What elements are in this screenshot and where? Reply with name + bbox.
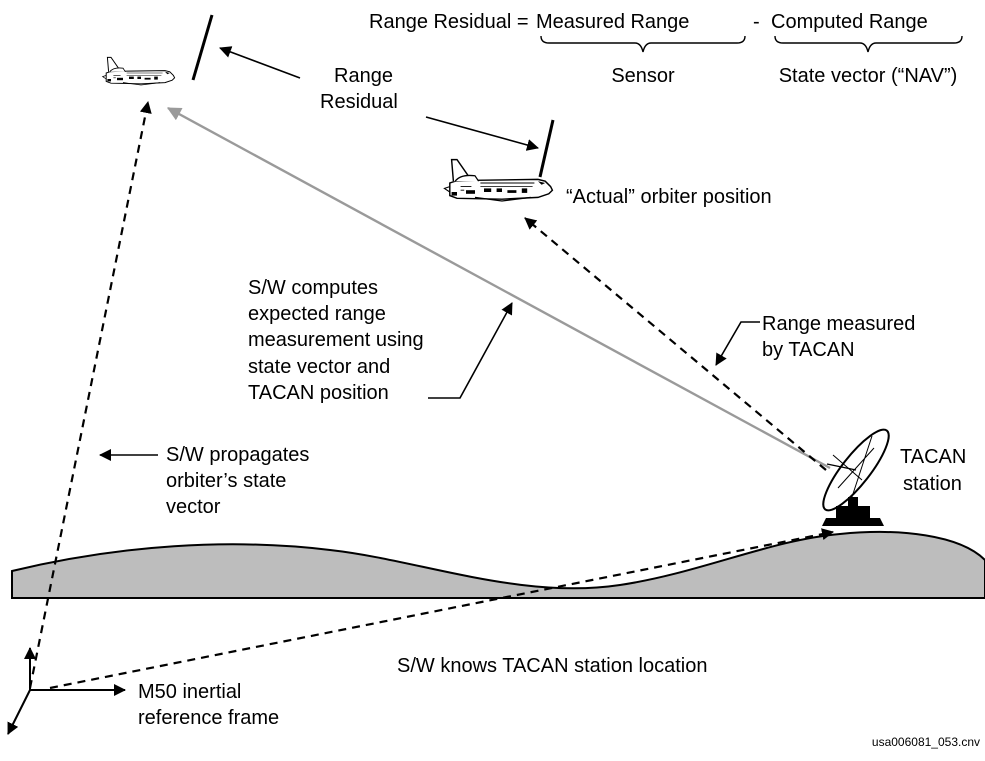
- brace-label-sensor: Sensor: [611, 65, 675, 87]
- orbiter-nav-estimate-icon: [102, 56, 176, 86]
- m50-label: M50 inertial reference frame: [138, 681, 279, 729]
- actual-position-label: “Actual” orbiter position: [566, 186, 772, 208]
- svg-text:station: station: [903, 473, 962, 495]
- equation-computed-term: Computed Range: [771, 11, 928, 33]
- range-measured-label: Range measured by TACAN: [762, 313, 915, 361]
- svg-text:by TACAN: by TACAN: [762, 339, 855, 361]
- range-residual-label-line1: Range: [334, 65, 393, 87]
- computes-label: S/W computes expected range measurement …: [248, 277, 424, 404]
- svg-text:TACAN: TACAN: [900, 446, 966, 468]
- residual-equation: Range Residual = Measured Range - Comput…: [369, 11, 963, 87]
- satellite-dish-icon: [822, 428, 890, 526]
- computes-leader: [428, 302, 513, 399]
- equation-minus: -: [753, 11, 760, 33]
- residual-tick-nav: [191, 14, 214, 81]
- svg-text:orbiter’s state: orbiter’s state: [166, 470, 286, 492]
- residual-arrow-actual: [425, 116, 539, 151]
- svg-text:S/W propagates: S/W propagates: [166, 444, 309, 466]
- svg-text:vector: vector: [166, 496, 221, 518]
- propagates-label: S/W propagates orbiter’s state vector: [166, 444, 309, 518]
- equation-measured-term: Measured Range: [536, 11, 689, 33]
- brace-measured: [540, 35, 746, 53]
- brace-computed: [774, 35, 963, 53]
- brace-label-state-vector: State vector (“NAV”): [779, 65, 958, 87]
- svg-text:M50 inertial: M50 inertial: [138, 681, 241, 703]
- equation-residual-term: Range Residual =: [369, 11, 529, 33]
- svg-text:TACAN position: TACAN position: [248, 382, 389, 404]
- computed-range-line: [166, 106, 831, 470]
- svg-text:Range measured: Range measured: [762, 313, 915, 335]
- orbiter-actual-icon: [443, 158, 554, 202]
- station-location-dashed-line: [49, 528, 834, 690]
- knows-location-label: S/W knows TACAN station location: [397, 655, 708, 677]
- axes-icon: [7, 647, 126, 735]
- svg-text:reference frame: reference frame: [138, 707, 279, 729]
- residual-arrow-nav: [219, 46, 301, 79]
- file-id: usa006081_053.cnv: [872, 735, 980, 749]
- terrain: [11, 530, 985, 599]
- svg-text:expected range: expected range: [248, 303, 386, 325]
- svg-text:S/W computes: S/W computes: [248, 277, 378, 299]
- svg-text:measurement using: measurement using: [248, 329, 424, 351]
- propagation-dashed-line: [28, 101, 152, 689]
- residual-tick-actual: [538, 119, 555, 178]
- range-residual-label-line2: Residual: [320, 91, 398, 113]
- measured-range-dashed-line: [524, 217, 827, 471]
- range-measured-leader: [715, 321, 760, 366]
- svg-text:state vector and: state vector and: [248, 356, 390, 378]
- tacan-station-label: TACAN station: [900, 446, 966, 495]
